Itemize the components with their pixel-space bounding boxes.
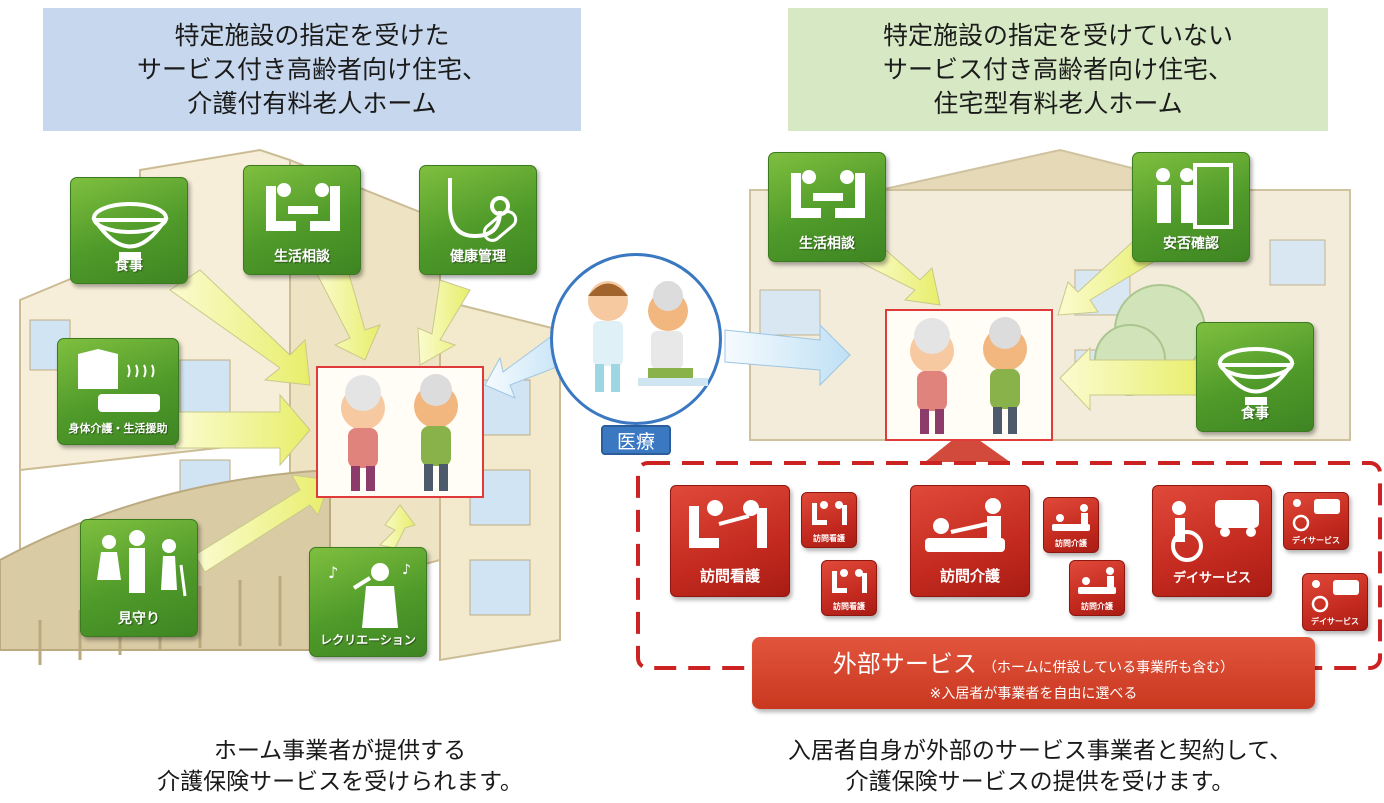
medical-circle [550,253,722,425]
bed-care-icon [1052,504,1090,531]
pointer-triangle [925,430,1010,462]
bed-care-icon [925,498,1005,552]
nursing-icon [812,501,847,525]
tile-health-left: 健康管理 [419,165,537,275]
nursing-icon [832,569,867,593]
left-residents-illustration [316,366,484,498]
tile-visit-nursing-small-1-label: 訪問看護 [813,534,845,543]
right-heading-line-1: 特定施設の指定を受けていない [882,20,1233,50]
tile-consultation-right: 生活相談 [768,152,886,262]
nursing-icon [689,500,767,548]
right-residents-illustration [885,309,1053,441]
right-heading-line-3: 住宅型有料老人ホーム [933,88,1183,118]
tile-meal-right-label: 食事 [1241,406,1269,422]
tile-visit-care-small-2: 訪問介護 [1069,560,1125,616]
rice-bowl-icon [91,202,169,260]
external-services-title-row: 外部サービス （ホームに併設している事業所も含む） [833,644,1234,679]
tile-day-service-label: デイサービス [1172,571,1251,586]
right-heading: 特定施設の指定を受けていない サービス付き高齢者向け住宅、 住宅型有料老人ホーム [788,8,1328,131]
tile-day-service-small-2: デイサービス [1302,573,1368,631]
tile-visit-nursing: 訪問看護 [670,485,790,597]
tile-visit-care-small-2-label: 訪問介護 [1081,602,1113,611]
external-services-banner: 外部サービス （ホームに併設している事業所も含む） ※入居者が事業者を自由に選べ… [752,637,1315,709]
tile-visit-nursing-small-2: 訪問看護 [821,560,877,616]
tile-day-service: デイサービス [1152,485,1272,597]
tile-day-service-small-1-label: デイサービス [1292,536,1340,545]
tile-visit-care-small-1: 訪問介護 [1043,497,1099,553]
karaoke-icon: ♪♪ [328,562,411,628]
tile-day-service-small-2-label: デイサービス [1311,617,1359,626]
consultation-icon [791,170,865,218]
tile-watch-left-label: 見守り [118,611,160,627]
tile-recreation-left: ♪♪ レクリエーション [309,547,427,657]
external-services-title: 外部サービス [832,649,977,678]
tile-consultation-left: 生活相談 [243,165,361,275]
wheelchair-bus-icon [1171,500,1259,562]
tile-care-left-label: 身体介護・生活援助 [68,422,168,435]
external-services-sub: ※入居者が事業者を自由に選べる [929,685,1138,702]
door-check-icon [1156,163,1233,229]
tile-care-left: 身体介護・生活援助 [57,338,179,445]
bed-care-icon [1078,567,1116,594]
tile-visit-nursing-small-2-label: 訪問看護 [833,602,865,611]
rice-bowl-icon [1217,347,1295,405]
tile-consultation-left-label: 生活相談 [274,249,330,265]
left-heading: 特定施設の指定を受けた サービス付き高齢者向け住宅、 介護付有料老人ホーム [43,8,581,131]
left-heading-line-1: 特定施設の指定を受けた [174,20,450,50]
external-services-note: （ホームに併設している事業所も含む） [982,659,1235,676]
left-caption: ホーム事業者が提供する 介護保険サービスを受けられます。 [40,736,640,798]
right-caption-line-1: 入居者自身が外部のサービス事業者と契約して、 [787,738,1293,764]
left-heading-line-2: サービス付き高齢者向け住宅、 [136,54,487,84]
left-caption-line-1: ホーム事業者が提供する [213,738,467,764]
right-caption: 入居者自身が外部のサービス事業者と契約して、 介護保険サービスの提供を受けます。 [700,736,1380,798]
tile-day-service-small-1: デイサービス [1283,492,1349,550]
left-arrows [169,259,471,573]
tile-meal-left-label: 食事 [115,258,143,274]
tile-visit-nursing-small-1: 訪問看護 [801,492,857,548]
left-caption-line-2: 介護保険サービスを受けられます。 [157,769,523,795]
tile-visit-care: 訪問介護 [910,485,1030,597]
left-heading-line-3: 介護付有料老人ホーム [187,88,437,118]
doctor-patient-illustration [588,281,708,392]
wheelchair-bus-icon [1292,499,1340,532]
right-caption-line-2: 介護保険サービスの提供を受けます。 [845,769,1235,795]
medical-label: 医療 [601,425,671,455]
wheelchair-bus-icon [1311,580,1359,613]
tile-health-left-label: 健康管理 [450,249,506,265]
svg-text:♪: ♪ [402,562,411,578]
tile-watch-left: 見守り [80,519,198,637]
tile-safety-right: 安否確認 [1132,152,1250,262]
tile-visit-care-small-1-label: 訪問介護 [1055,539,1087,548]
stethoscope-icon [448,178,518,242]
bath-clothing-icon [78,349,160,412]
right-heading-line-2: サービス付き高齢者向け住宅、 [882,54,1233,84]
tile-safety-right-label: 安否確認 [1163,236,1219,252]
tile-visit-care-label: 訪問介護 [939,567,1000,585]
people-icon [97,530,187,597]
tile-meal-left: 食事 [70,177,188,284]
tile-visit-nursing-label: 訪問看護 [699,567,760,585]
tile-meal-right: 食事 [1196,322,1314,432]
consultation-icon [266,183,340,231]
svg-text:♪: ♪ [328,563,338,582]
tile-recreation-left-label: レクリエーション [320,633,416,647]
tile-consultation-right-label: 生活相談 [799,236,855,252]
